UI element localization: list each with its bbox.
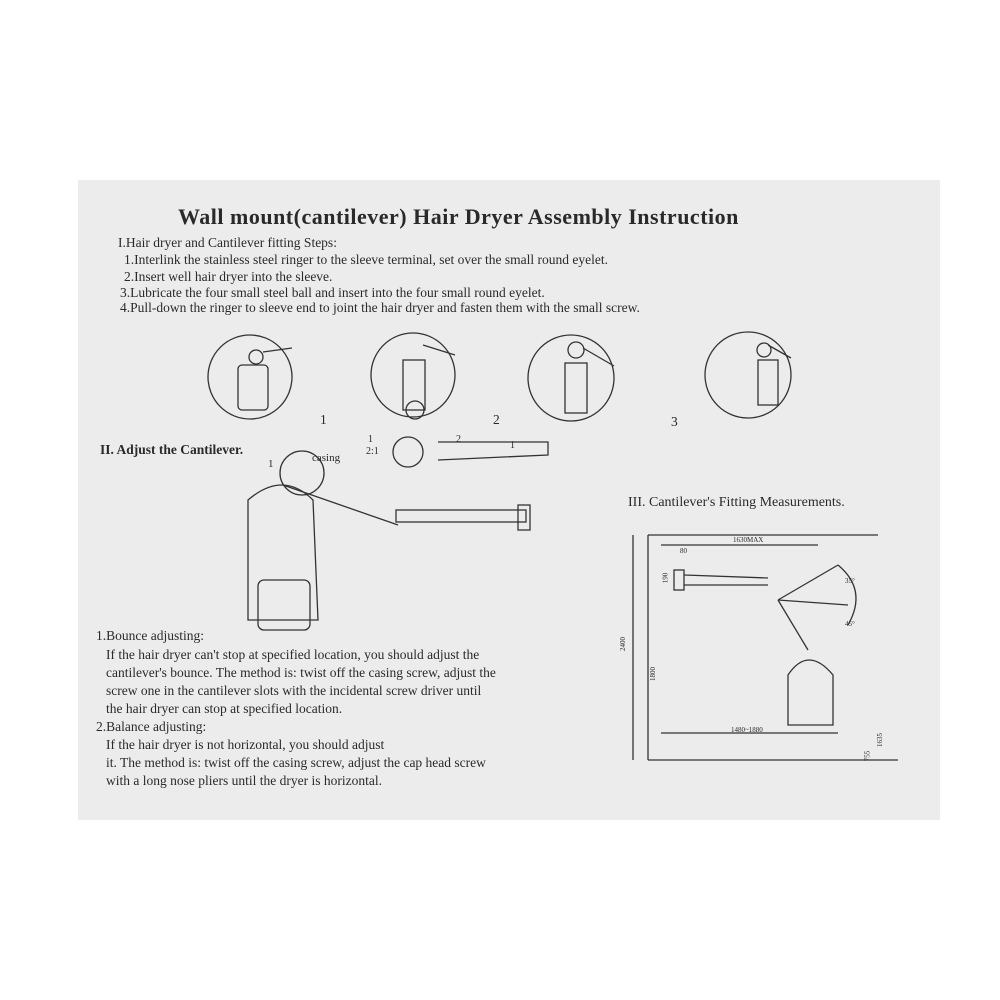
- dim-angle-down: 45°: [845, 620, 855, 628]
- bounce-line: If the hair dryer can't stop at specifie…: [106, 647, 480, 662]
- callout: 1: [510, 440, 515, 451]
- section1-heading: I.Hair dryer and Cantilever fitting Step…: [118, 235, 337, 250]
- figure-label-2: 2: [493, 412, 500, 427]
- balance-line: with a long nose pliers until the dryer …: [106, 773, 382, 788]
- callout: 1: [268, 458, 274, 470]
- callout: 2:1: [366, 446, 379, 457]
- step-3: 3.Lubricate the four small steel ball an…: [120, 285, 545, 300]
- balance-line: If the hair dryer is not horizontal, you…: [106, 737, 385, 752]
- dim-angle-up: 35°: [845, 577, 855, 585]
- figure-label-3: 3: [671, 414, 678, 429]
- section2-heading: II. Adjust the Cantilever.: [100, 442, 244, 457]
- bounce-heading: 1.Bounce adjusting:: [96, 628, 204, 643]
- step-2: 2.Insert well hair dryer into the sleeve…: [124, 269, 333, 284]
- figure-label-1: 1: [320, 412, 327, 427]
- dim-high: 1635: [876, 733, 884, 747]
- step-figure-2: [370, 332, 456, 420]
- page-title: Wall mount(cantilever) Hair Dryer Assemb…: [178, 204, 739, 229]
- callout: 1: [368, 434, 373, 445]
- balance-heading: 2.Balance adjusting:: [96, 719, 207, 734]
- callout: 2: [456, 434, 461, 445]
- step-4: 4.Pull-down the ringer to sleeve end to …: [120, 300, 640, 315]
- dim-low: 755: [863, 750, 872, 762]
- step-figure-1: [207, 334, 293, 420]
- instruction-sheet: Wall mount(cantilever) Hair Dryer Assemb…: [78, 180, 940, 820]
- step-1: 1.Interlink the stainless steel ringer t…: [124, 252, 608, 267]
- dim-bracket: 190: [661, 572, 670, 584]
- dim-reach: 1480~1880: [731, 726, 763, 734]
- cantilever-diagram: [247, 436, 549, 631]
- dim-max: 1630MAX: [733, 536, 764, 544]
- balance-line: it. The method is: twist off the casing …: [106, 755, 486, 770]
- bounce-line: the hair dryer can stop at specified loc…: [106, 701, 343, 716]
- measurement-diagram: [632, 534, 898, 761]
- bounce-line: cantilever's bounce. The method is: twis…: [106, 665, 496, 680]
- step-figure-4: [704, 331, 792, 419]
- dim-offset: 80: [680, 547, 687, 555]
- step-figure-3: [527, 334, 615, 422]
- dim-height: 2400: [619, 637, 627, 651]
- dim-mount: 1800: [649, 667, 657, 681]
- bounce-line: screw one in the cantilever slots with t…: [106, 683, 482, 698]
- casing-label: casing: [312, 452, 341, 464]
- illustrations: [207, 331, 898, 761]
- section3-heading: III. Cantilever's Fitting Measurements.: [628, 495, 845, 510]
